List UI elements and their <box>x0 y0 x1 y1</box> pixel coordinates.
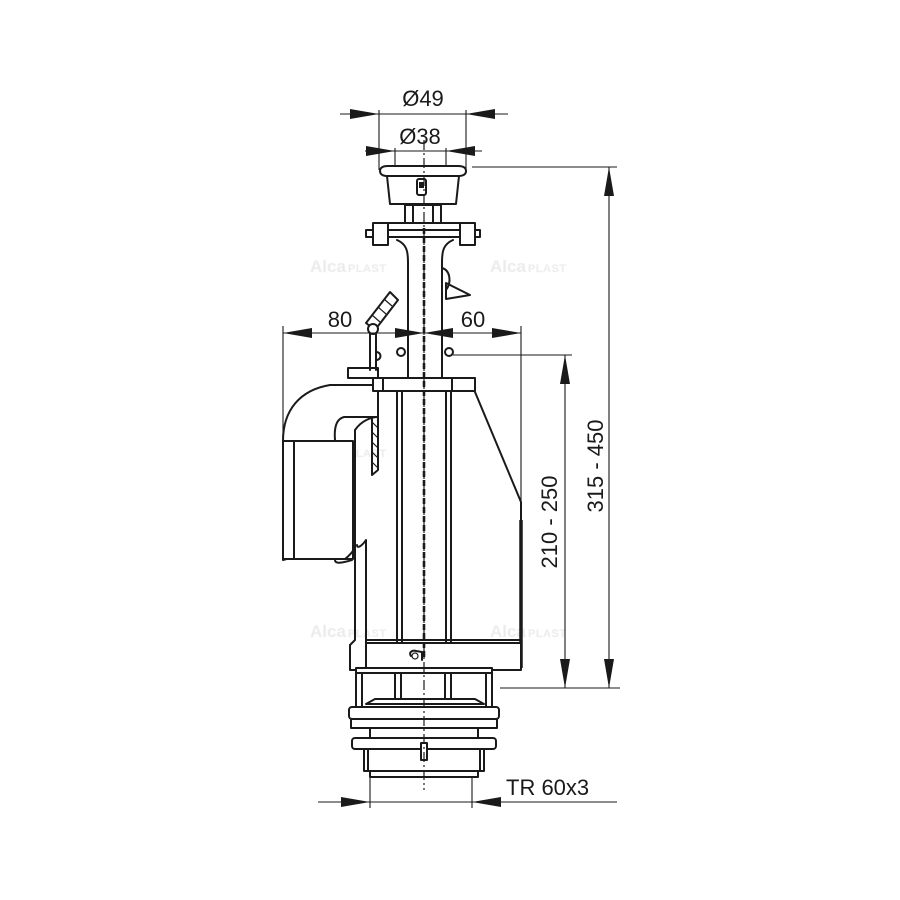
dim-total-height: 315 - 450 <box>472 166 617 688</box>
lower-base <box>355 639 522 674</box>
svg-text:60: 60 <box>461 307 485 332</box>
svg-text:TR 60x3: TR 60x3 <box>506 775 589 800</box>
valve-body <box>282 140 523 790</box>
upper-guide-tube <box>396 239 471 379</box>
svg-text:PLAST: PLAST <box>528 263 567 275</box>
svg-text:80: 80 <box>328 307 352 332</box>
svg-text:Alca: Alca <box>490 257 526 276</box>
dimensions: Ø49 Ø38 80 60 <box>282 86 620 808</box>
lever-arm <box>365 291 399 371</box>
central-tubes <box>396 390 452 669</box>
dim-overflow-height: 210 - 250 <box>453 354 620 689</box>
button-stem <box>404 204 442 224</box>
dim-thread: TR 60x3 <box>318 775 617 808</box>
svg-text:PLAST: PLAST <box>528 628 567 640</box>
push-button <box>379 165 467 205</box>
dim-overflow-offset: 80 60 <box>282 307 522 535</box>
overflow-elbow <box>282 384 379 564</box>
dim-button-inner-diameter: Ø38 <box>365 124 482 166</box>
svg-text:Alca: Alca <box>310 257 346 276</box>
svg-text:Alca: Alca <box>490 622 526 641</box>
svg-text:Ø49: Ø49 <box>402 86 444 111</box>
svg-text:Alca: Alca <box>310 622 346 641</box>
svg-text:210 - 250: 210 - 250 <box>537 476 562 569</box>
svg-text:PLAST: PLAST <box>348 628 387 640</box>
dim-button-outer-diameter: Ø49 <box>340 86 508 170</box>
svg-text:Ø38: Ø38 <box>399 124 441 149</box>
svg-text:PLAST: PLAST <box>348 263 387 275</box>
ribbed-seal <box>371 416 379 476</box>
cage-legs <box>355 672 493 708</box>
svg-text:315 - 450: 315 - 450 <box>583 420 608 513</box>
